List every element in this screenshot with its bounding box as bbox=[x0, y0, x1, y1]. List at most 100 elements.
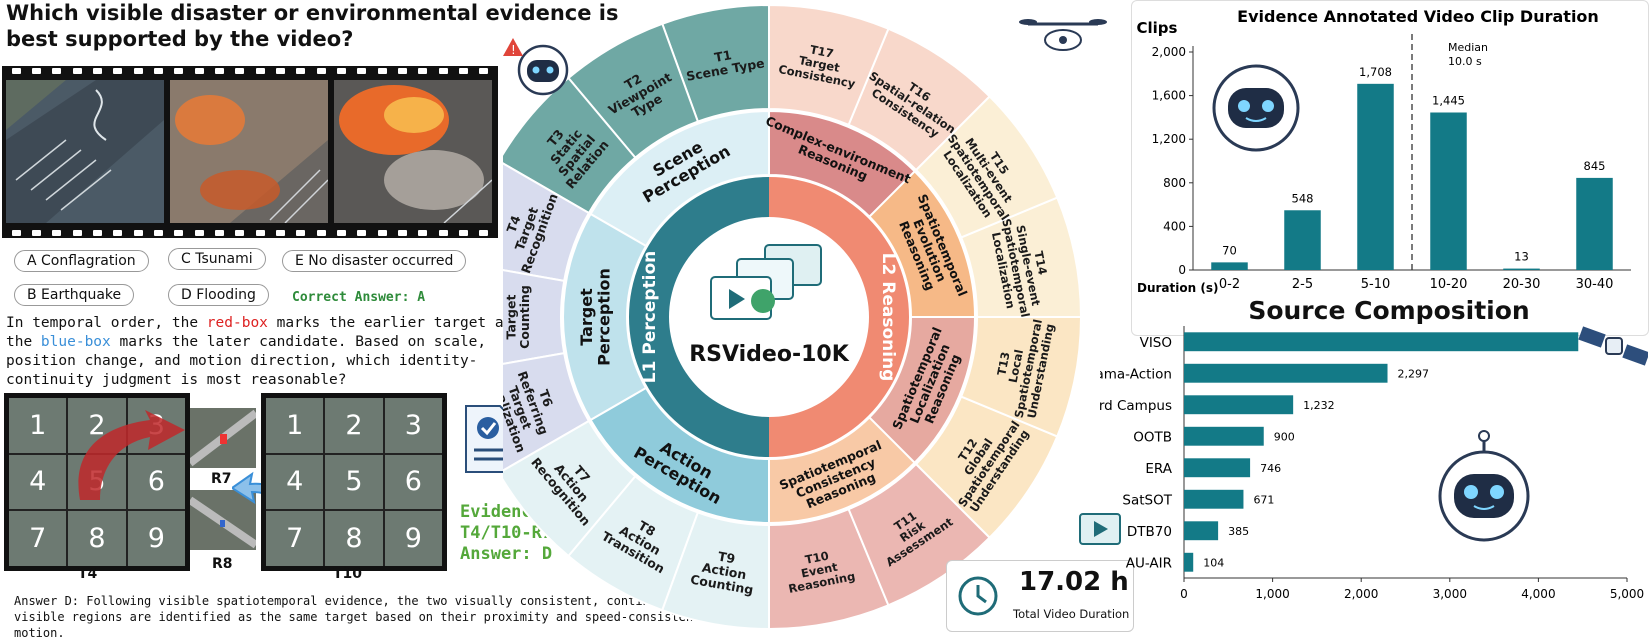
chart1-ytick-label: 2,000 bbox=[1152, 45, 1186, 59]
task-segment-t7 bbox=[503, 419, 637, 558]
l1-segment bbox=[629, 177, 769, 457]
chart2-bar bbox=[1184, 332, 1579, 352]
chart1-value-label: 1,708 bbox=[1359, 65, 1392, 79]
task-segment-t8 bbox=[567, 474, 700, 612]
grid-cell: 9 bbox=[384, 511, 442, 566]
chart2-xtick-label: 1,000 bbox=[1255, 587, 1289, 601]
film-perforations-top bbox=[2, 66, 498, 76]
task-segment-t17 bbox=[768, 3, 890, 127]
task-segment-t10 bbox=[768, 507, 890, 631]
chart1-bar bbox=[1357, 83, 1394, 270]
task-segment-t15 bbox=[914, 94, 1059, 239]
option-e[interactable]: E No disaster occurred bbox=[282, 250, 467, 272]
mid-segment-perception bbox=[562, 212, 648, 422]
task-segment-t12 bbox=[914, 395, 1059, 540]
chart2-title: Source Composition bbox=[1248, 296, 1530, 325]
robot-mascot-icon-2 bbox=[1438, 430, 1530, 542]
caption-r7: R7 bbox=[211, 471, 232, 487]
q2-part2: marks the earlier target and the bbox=[6, 315, 522, 350]
option-d[interactable]: D Flooding bbox=[168, 284, 269, 306]
task-label-t9-text: T9 bbox=[717, 549, 737, 567]
chart2-category-label: VISO bbox=[1140, 335, 1172, 351]
l2-label-text: L2 Reasoning bbox=[878, 253, 898, 382]
task-segment-t13 bbox=[959, 316, 1083, 438]
chart1-ytick-label: 1,600 bbox=[1152, 89, 1186, 103]
video-play-icon bbox=[1079, 513, 1121, 545]
grid-cell: 6 bbox=[384, 454, 442, 510]
chart2-bar bbox=[1184, 426, 1264, 446]
chart2-xtick-label: 2,000 bbox=[1344, 587, 1378, 601]
video-filmstrip bbox=[2, 66, 498, 238]
chart1-category-label: 5-10 bbox=[1361, 277, 1391, 292]
chart1-ytick-label: 400 bbox=[1163, 219, 1186, 233]
chart2-value-label: 2,297 bbox=[1398, 367, 1430, 380]
video-frame-2 bbox=[170, 80, 328, 223]
task-segment-t2 bbox=[567, 22, 700, 160]
task-label-t5-text: Counting bbox=[517, 285, 532, 349]
source-bar-chart: 01,0002,0003,0004,0005,000VISOOkutama-Ac… bbox=[1100, 326, 1644, 601]
chart1-ylabel: Clips bbox=[1137, 19, 1178, 37]
chart2-value-label: 385 bbox=[1228, 525, 1249, 538]
l1-label: L1 Perception bbox=[640, 251, 660, 383]
center-title: RSVideo-10K bbox=[689, 342, 849, 367]
option-c[interactable]: C Tsunami bbox=[168, 248, 266, 270]
caption-t4: T4 bbox=[78, 566, 98, 582]
chart1-xlabel: Duration (s) bbox=[1137, 281, 1218, 295]
grid-cell: 1 bbox=[9, 398, 67, 453]
chart1-ytick-label: 0 bbox=[1178, 263, 1186, 277]
l2-label: L2 Reasoning bbox=[878, 253, 898, 382]
caption-r8: R8 bbox=[212, 556, 233, 572]
option-b[interactable]: B Earthquake bbox=[14, 284, 135, 306]
task-label-t17-text: T17 bbox=[809, 42, 835, 60]
task-segment-t9 bbox=[661, 511, 770, 631]
grid-cell: 8 bbox=[68, 511, 126, 566]
task-label-t6-text: T6 bbox=[536, 387, 556, 409]
grid-cell: 9 bbox=[127, 511, 185, 566]
chart1-ytick-label: 1,200 bbox=[1152, 132, 1186, 146]
chart1-category-label: 0-2 bbox=[1219, 277, 1240, 292]
chart2-value-label: 900 bbox=[1274, 430, 1295, 443]
chart2-bar bbox=[1184, 489, 1244, 509]
chart1-bar bbox=[1430, 112, 1467, 271]
chart1-category-label: 2-5 bbox=[1292, 277, 1313, 292]
robot-warning-icon: ! bbox=[503, 38, 569, 96]
mid-label-1-text: Perception bbox=[594, 268, 613, 366]
film-perforations-bottom bbox=[2, 228, 498, 238]
chart1-category-label: 30-40 bbox=[1576, 277, 1614, 292]
grid-cell: 4 bbox=[266, 454, 324, 510]
satellite-icon bbox=[1578, 326, 1648, 366]
task-label-t8-text: T8 bbox=[636, 518, 658, 540]
task-label-t13-text: T13 bbox=[994, 351, 1012, 377]
region-r7-image bbox=[190, 408, 256, 468]
question1-text: Which visible disaster or environmental … bbox=[6, 1, 619, 51]
chart2-bar bbox=[1184, 458, 1251, 478]
grid-cell: 2 bbox=[325, 398, 383, 453]
mid-segment-reasoning bbox=[768, 415, 917, 525]
grid-cell: 7 bbox=[9, 511, 67, 566]
chart1-value-label: 845 bbox=[1584, 159, 1606, 173]
chart1-value-label: 13 bbox=[1514, 250, 1529, 264]
task-label-t5-text: T5 bbox=[503, 308, 505, 325]
option-a[interactable]: A Conflagration bbox=[14, 250, 149, 272]
task-segment-t16 bbox=[847, 27, 992, 172]
chart2-category-label: AU-AIR bbox=[1126, 555, 1172, 571]
chart2-value-label: 104 bbox=[1203, 556, 1224, 569]
red-arrow bbox=[78, 410, 185, 500]
mid-label-1-text: Target bbox=[577, 288, 596, 346]
chart2-xtick-label: 3,000 bbox=[1433, 587, 1467, 601]
answer-explanation: Answer D: Following visible spatiotempor… bbox=[14, 594, 701, 640]
grid-cell: 3 bbox=[384, 398, 442, 453]
duration-bar-chart: Evidence Annotated Video Clip Duration C… bbox=[1137, 7, 1631, 295]
chart1-title: Evidence Annotated Video Clip Duration bbox=[1237, 7, 1599, 26]
chart2-category-label: ERA bbox=[1145, 461, 1172, 477]
chart2-value-label: 746 bbox=[1260, 462, 1281, 475]
grid-cell: 4 bbox=[9, 454, 67, 510]
chart2-category-label: Stanford Campus bbox=[1100, 398, 1172, 414]
correct-answer: Correct Answer: A bbox=[292, 290, 426, 305]
mid-segment-perception bbox=[589, 386, 770, 525]
total-duration-card: 17.02 h Total Video Duration bbox=[946, 560, 1134, 632]
chart2-bar bbox=[1184, 363, 1388, 383]
chart2-xtick-label: 4,000 bbox=[1521, 587, 1555, 601]
q2-part3: marks the later candidate. Based on scal… bbox=[6, 334, 487, 388]
